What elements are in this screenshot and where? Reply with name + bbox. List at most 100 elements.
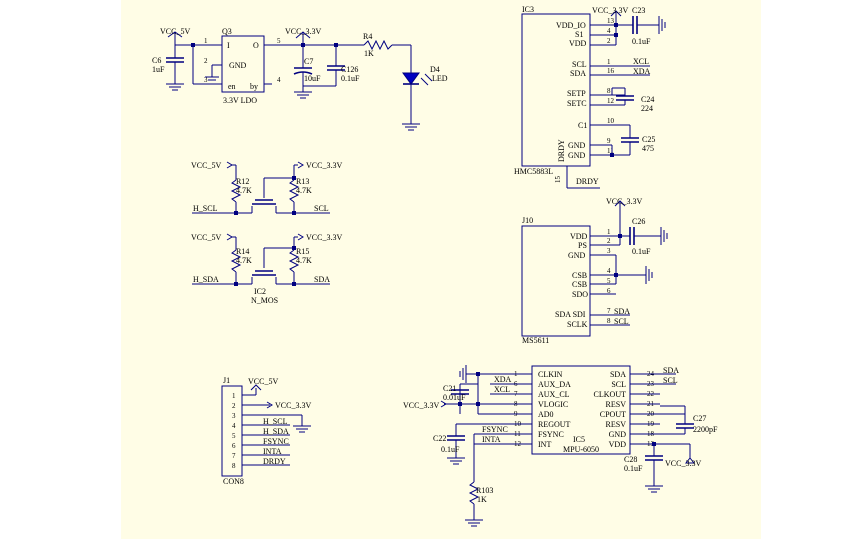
ms-vcc33: VCC_3.3V — [606, 197, 642, 206]
ms-pin-gnd: GND — [568, 251, 586, 260]
mpu-name: MPU-6050 — [563, 445, 599, 454]
j1-net-inta: INTA — [263, 447, 282, 456]
hmc-net-drdy: DRDY — [576, 177, 599, 186]
c23-value: 0.1uF — [632, 37, 651, 46]
ms-num-6: 6 — [607, 287, 611, 295]
mpu-vcc33: VCC_3.3V — [403, 401, 439, 410]
mpu-right-pin-label: CLKOUT — [594, 390, 627, 399]
r103-ref: R103 — [476, 486, 493, 495]
c28-value: 0.1uF — [624, 464, 643, 473]
hmc-pin-scl: SCL — [572, 60, 587, 69]
c126-value: 0.1uF — [341, 74, 360, 83]
hmc-num-12: 12 — [607, 97, 615, 105]
hmc-pin-s1: S1 — [575, 30, 583, 39]
ms5611-name: MS5611 — [522, 336, 549, 345]
j1-num-6: 6 — [232, 442, 236, 450]
hmc-pin-setc: SETC — [567, 99, 587, 108]
j1-num-3: 3 — [232, 412, 236, 420]
j1-net-drdy: DRDY — [263, 457, 286, 466]
mpu-ref: IC5 — [573, 435, 585, 444]
ldo-pin-o: O — [253, 41, 259, 50]
mpu-net-int: INTA — [482, 435, 501, 444]
hmc-num-13: 13 — [607, 17, 615, 25]
j1-net-h-scl: H_SCL — [263, 417, 288, 426]
mpu-left-pin-label: FSYNC — [538, 430, 564, 439]
ms-pin-sdo: SDO — [572, 290, 588, 299]
c23-ref: C23 — [632, 6, 645, 15]
ls-ref: IC2 — [254, 287, 266, 296]
mpu6050-section: IC5 MPU-6050 CLKIN1AUX_DA6AUX_CL7VLOGIC8… — [403, 365, 718, 527]
ms-pin-ps: PS — [578, 241, 587, 250]
hmc-body — [521, 13, 591, 167]
ls1-h-scl: H_SCL — [193, 204, 218, 213]
ldo-pin-en: en — [228, 82, 236, 91]
ldo-pin-gnd: GND — [229, 61, 247, 70]
j1-num-4: 4 — [232, 422, 236, 430]
j1-ref: J1 — [223, 376, 230, 385]
ms5611-section: J10 MS5611 VDD PS GND CSB CSB SDO SDA SD… — [521, 197, 668, 345]
ms-net-sda: SDA — [614, 307, 630, 316]
j1-num-1: 1 — [232, 392, 236, 400]
ls2-h-sda: H_SDA — [193, 275, 219, 284]
hmc-pin-vdd: VDD — [569, 39, 587, 48]
mpu-right-pin-label: SCL — [611, 380, 626, 389]
d4-ref: D4 — [430, 65, 440, 74]
j1-num-2: 2 — [232, 402, 236, 410]
r103-value: 1K — [477, 495, 487, 504]
mpu-left-pin-label: VLOGIC — [538, 400, 568, 409]
ldo-pin-1: 1 — [204, 37, 208, 45]
c26-value: 0.1uF — [632, 247, 651, 256]
mpu-left-pin-label: REGOUT — [538, 420, 571, 429]
mpu-right-pin-label: CPOUT — [600, 410, 626, 419]
r4-ref: R4 — [363, 32, 372, 41]
ms-num-8: 8 — [607, 317, 611, 325]
hmc-pin-gnd2: GND — [568, 151, 586, 160]
r14-value: 4.7K — [236, 256, 252, 265]
ls2-vcc5: VCC_5V — [191, 233, 221, 242]
c22-value: 0.1uF — [441, 445, 460, 454]
mpu-right-pin-label: RESV — [606, 420, 627, 429]
mpu-left-pin-label: INT — [538, 440, 551, 449]
ms-pin-csb2: CSB — [572, 280, 587, 289]
mpu-left-pin-label: AUX_DA — [538, 380, 571, 389]
hmc-vcc33: VCC_3.3V — [592, 6, 628, 15]
ms-num-2: 2 — [607, 237, 611, 245]
c7-value: 10uF — [304, 74, 321, 83]
mpu-left-pin-label: CLKIN — [538, 370, 563, 379]
ls2-vcc33: VCC_3.3V — [306, 233, 342, 242]
hmc-num-16: 16 — [607, 67, 615, 75]
hmc-name: HMC5883L — [514, 167, 553, 176]
ls1-vcc33: VCC_3.3V — [306, 161, 342, 170]
ldo-pin-by: by — [250, 82, 258, 91]
hmc-num-9: 9 — [607, 137, 611, 145]
c22-ref: C22 — [433, 434, 446, 443]
mpu-net-xda: XDA — [494, 375, 512, 384]
hmc-net-xda: XDA — [633, 67, 651, 76]
j1-num-8: 8 — [232, 462, 236, 470]
r14-ref: R14 — [236, 247, 249, 256]
hmc-num-15: 15 — [554, 176, 562, 184]
mpu-right-pin-label: SDA — [610, 370, 626, 379]
ms-num-3: 3 — [607, 247, 611, 255]
r15-ref: R15 — [296, 247, 309, 256]
ldo-value: 3.3V LDO — [223, 96, 257, 105]
hmc-pin-setp: SETP — [567, 89, 586, 98]
ms-num-5: 5 — [607, 277, 611, 285]
r12-ref: R12 — [236, 177, 249, 186]
j1-vcc5: VCC_5V — [248, 377, 278, 386]
ls1-scl: SCL — [314, 204, 329, 213]
ls2-sda: SDA — [314, 275, 330, 284]
c25-ref: C25 — [642, 135, 655, 144]
ms-num-7: 7 — [607, 307, 611, 315]
c6-value: 1uF — [152, 65, 165, 74]
j1-net-fsync: FSYNC — [263, 437, 289, 446]
mpu-vdd-vcc33: VCC_3.3V — [665, 459, 701, 468]
ms-net-scl: SCL — [614, 317, 629, 326]
ms-pin-vdd: VDD — [570, 232, 588, 241]
mpu-net-fsync: FSYNC — [482, 425, 508, 434]
j1-num-5: 5 — [232, 432, 236, 440]
hmc-pin-gnd1: GND — [568, 141, 586, 150]
j1-body — [221, 385, 243, 477]
hmc-pin-c1: C1 — [578, 121, 587, 130]
